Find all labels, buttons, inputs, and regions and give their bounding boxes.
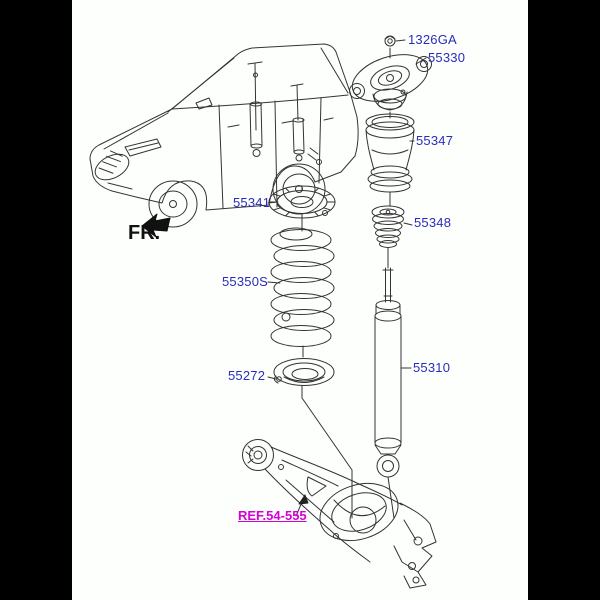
part-label-55330[interactable]: 55330 xyxy=(428,50,466,65)
letterbox-right xyxy=(528,0,600,600)
parts-diagram-canvas: FR. 1326GA 55330 55347 55348 55310 55341… xyxy=(72,0,528,600)
part-drawing-bumper-stopper xyxy=(371,205,413,248)
front-wheel xyxy=(148,180,198,228)
part-drawing-spring-lower-pad xyxy=(267,358,353,519)
part-drawing-spring-upper-pad xyxy=(267,185,336,232)
part-drawing-strut-mount xyxy=(349,54,432,119)
letterbox-left xyxy=(0,0,72,600)
part-drawing-coil-spring xyxy=(267,227,335,358)
part-label-55350s[interactable]: 55350S xyxy=(222,274,269,289)
ref-link-54-555[interactable]: REF.54-555 xyxy=(238,508,307,523)
part-drawing-dust-cover xyxy=(365,113,415,207)
part-label-55347[interactable]: 55347 xyxy=(416,133,454,148)
vehicle-illustration xyxy=(89,43,359,228)
fr-indicator-label: FR. xyxy=(128,222,161,244)
fr-direction-arrow xyxy=(141,213,171,238)
part-label-55310[interactable]: 55310 xyxy=(413,360,451,375)
part-drawing-lower-arm xyxy=(242,439,437,589)
part-drawing-shock-absorber xyxy=(374,247,412,519)
part-label-55272[interactable]: 55272 xyxy=(228,368,266,383)
mounting-bolt-glyphs xyxy=(247,61,322,165)
part-label-55341[interactable]: 55341 xyxy=(233,195,271,210)
part-label-55348[interactable]: 55348 xyxy=(414,215,452,230)
part-label-1326ga[interactable]: 1326GA xyxy=(408,32,457,47)
diagram-line-art xyxy=(89,35,437,589)
ref-arrowhead xyxy=(298,494,309,505)
grille xyxy=(94,150,130,181)
